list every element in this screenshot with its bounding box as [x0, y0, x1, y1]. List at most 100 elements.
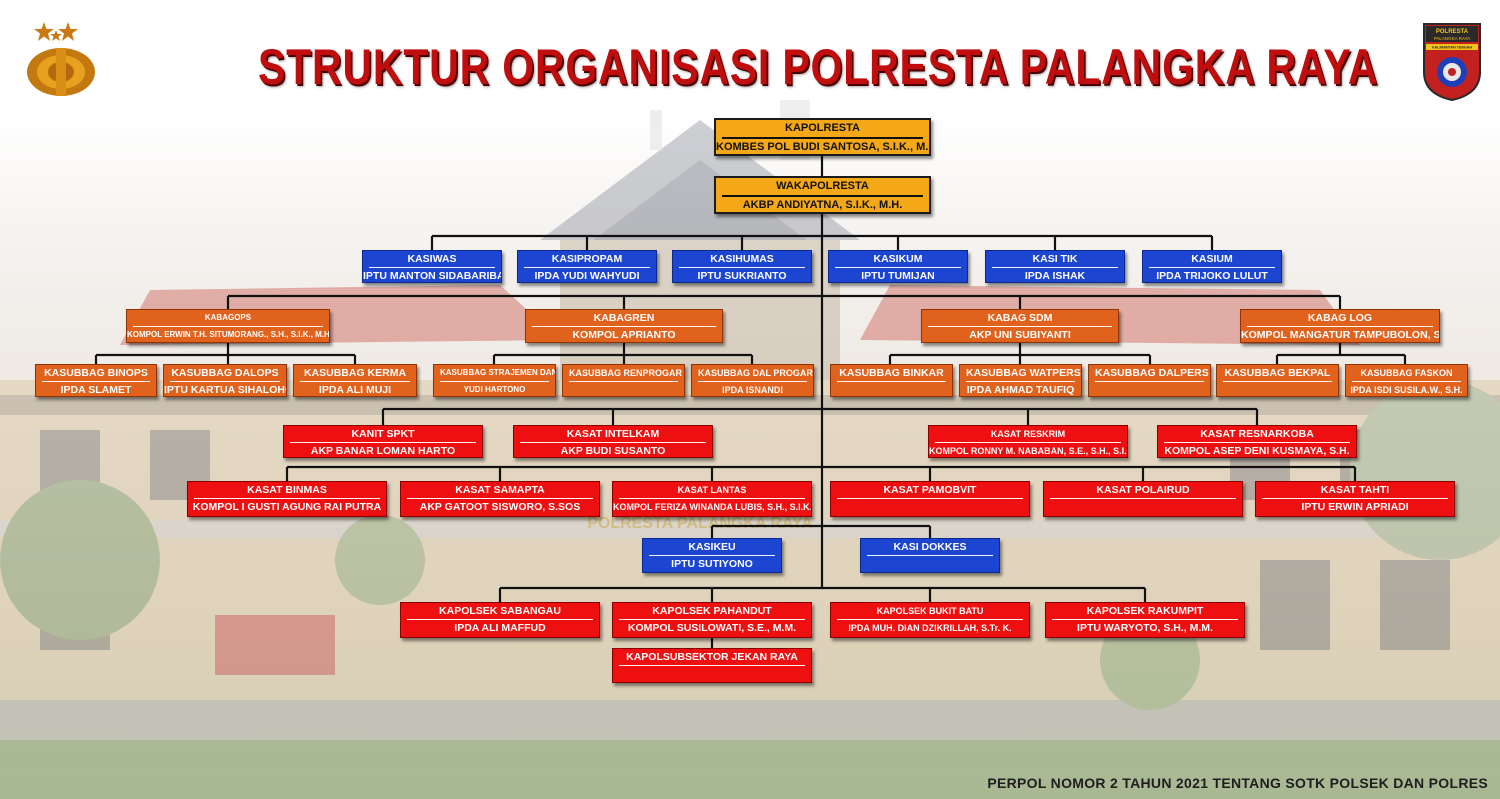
node-person: IPDA ISNANDI — [722, 385, 783, 395]
node-kasubbag-watpers: KASUBBAG WATPERS IPDA AHMAD TAUFIQ — [959, 364, 1082, 397]
node-person: IPTU KARTUA SIHALOHO — [164, 384, 287, 396]
node-role: KASIUM — [1149, 251, 1275, 268]
node-person: IPTU MANTON SIDABARIBA — [363, 270, 502, 282]
background-building-sign: POLRESTA PALANGKA RAYA — [587, 515, 813, 532]
node-person: KOMPOL I GUSTI AGUNG RAI PUTRA — [192, 501, 382, 513]
node-role: KABAGREN — [532, 310, 716, 327]
node-kasat-intelkam: KASAT INTELKAM AKP BUDI SUSANTO — [513, 425, 713, 458]
node-person: IPDA ISDI SUSILA.W., S.H. — [1350, 385, 1463, 395]
node-role: KAPOLSEK PAHANDUT — [619, 603, 805, 620]
node-kapolsek-sabangau: KAPOLSEK SABANGAU IPDA ALI MAFFUD — [400, 602, 600, 638]
node-kasat-resnarkoba: KASAT RESNARKOBA KOMPOL ASEP DENI KUSMAY… — [1157, 425, 1357, 458]
node-role: KASAT RESKRIM — [935, 426, 1121, 443]
node-kapolresta: KAPOLRESTA KOMBES POL BUDI SANTOSA, S.I.… — [714, 118, 931, 156]
node-kasubbag-dalops: KASUBBAG DALOPS IPTU KARTUA SIHALOHO — [163, 364, 287, 397]
node-person: AKBP ANDIYATNA, S.I.K., M.H. — [742, 199, 903, 211]
police-emblem-logo — [27, 22, 95, 96]
node-kasubbag-binops: KASUBBAG BINOPS IPDA SLAMET — [35, 364, 157, 397]
node-kapolsubsektor-jekan-raya: KAPOLSUBSEKTOR JEKAN RAYA — [612, 648, 812, 683]
node-kabagren: KABAGREN KOMPOL APRIANTO — [525, 309, 723, 343]
node-kabagops: KABAGOPS KOMPOL ERWIN T.H. SITUMORANG., … — [126, 309, 330, 343]
node-person: IPDA MUH. DIAN DZIKRILLAH, S.Tr. K. — [848, 623, 1012, 633]
node-kapolsek-bukit-batu: KAPOLSEK BUKIT BATU IPDA MUH. DIAN DZIKR… — [830, 602, 1030, 638]
node-role: WAKAPOLRESTA — [722, 178, 923, 197]
node-person: KOMPOL APRIANTO — [572, 329, 676, 341]
node-person: IPDA ISHAK — [1024, 270, 1086, 282]
node-role: KASUBBAG STRAJEMEN DAN RB — [440, 365, 555, 382]
node-person: AKP GATOOT SISWORO, S.SOS — [419, 501, 581, 513]
node-role: KASUBBAG BINKAR — [837, 365, 946, 382]
node-person: IPTU ERWIN APRIADI — [1301, 501, 1409, 513]
node-person: IPTU SUKRIANTO — [697, 270, 787, 282]
node-person: IPTU SUTIYONO — [671, 558, 753, 570]
node-person: AKP UNI SUBIYANTI — [969, 329, 1071, 341]
node-role: KABAG SDM — [928, 310, 1112, 327]
node-role: KASUBBAG DALOPS — [170, 365, 280, 382]
node-kasipropam: KASIPROPAM IPDA YUDI WAHYUDI — [517, 250, 657, 283]
node-role: KASAT LANTAS — [619, 482, 805, 499]
node-kanit-spkt: KANIT SPKT AKP BANAR LOMAN HARTO — [283, 425, 483, 458]
node-role: KASUBBAG WATPERS — [966, 365, 1081, 382]
node-role: KASUBBAG DAL PROGAR — [698, 365, 813, 382]
node-role: KASUBBAG RENPROGAR — [569, 365, 682, 382]
node-kasubbag-kerma: KASUBBAG KERMA IPDA ALI MUJI — [293, 364, 417, 397]
node-role: KABAG LOG — [1247, 310, 1433, 327]
node-kasi-dokkes: KASI DOKKES — [860, 538, 1000, 573]
node-kasubbag-dalpers: KASUBBAG DALPERS — [1088, 364, 1211, 397]
node-person: IPDA SLAMET — [60, 384, 132, 396]
polresta-badge-logo: POLRESTA PALANGKA RAYA KALIMANTAN TENGAH — [1423, 23, 1481, 102]
node-kasikum: KASIKUM IPTU TUMIJAN — [828, 250, 968, 283]
node-role: KASIHUMAS — [679, 251, 805, 268]
node-kasat-binmas: KASAT BINMAS KOMPOL I GUSTI AGUNG RAI PU… — [187, 481, 387, 517]
node-role: KASUBBAG DALPERS — [1095, 365, 1209, 382]
node-kasubbag-faskon: KASUBBAG FASKON IPDA ISDI SUSILA.W., S.H… — [1345, 364, 1468, 397]
node-role: KASI TIK — [992, 251, 1118, 268]
node-kasubbag-renprogar: KASUBBAG RENPROGAR — [562, 364, 685, 397]
node-role: KASUBBAG BEKPAL — [1223, 365, 1332, 382]
node-person: IPDA ALI MAFFUD — [454, 622, 546, 634]
node-role: KASAT PAMOBVIT — [837, 482, 1023, 499]
node-role: KASAT BINMAS — [194, 482, 380, 499]
node-role: KAPOLSEK RAKUMPIT — [1052, 603, 1238, 620]
node-person: KOMPOL ASEP DENI KUSMAYA, S.H. — [1164, 445, 1350, 457]
node-role: KASI DOKKES — [867, 539, 993, 556]
node-kabagsdm: KABAG SDM AKP UNI SUBIYANTI — [921, 309, 1119, 343]
node-person: KOMPOL ERWIN T.H. SITUMORANG., S.H., S.I… — [127, 330, 330, 339]
node-wakapolresta: WAKAPOLRESTA AKBP ANDIYATNA, S.I.K., M.H… — [714, 176, 931, 214]
node-role: KASIPROPAM — [524, 251, 650, 268]
node-person: AKP BUDI SUSANTO — [560, 445, 666, 457]
node-person: KOMPOL SUSILOWATI, S.E., M.M. — [627, 622, 797, 634]
footer-regulation-note: PERPOL NOMOR 2 TAHUN 2021 TENTANG SOTK P… — [987, 775, 1488, 791]
node-kasium: KASIUM IPDA TRIJOKO LULUT — [1142, 250, 1282, 283]
node-kapolsek-pahandut: KAPOLSEK PAHANDUT KOMPOL SUSILOWATI, S.E… — [612, 602, 812, 638]
node-kasat-samapta: KASAT SAMAPTA AKP GATOOT SISWORO, S.SOS — [400, 481, 600, 517]
node-role: KANIT SPKT — [290, 426, 476, 443]
node-kasat-pamobvit: KASAT PAMOBVIT — [830, 481, 1030, 517]
node-role: KAPOLRESTA — [722, 120, 923, 139]
node-role: KABAGOPS — [133, 310, 323, 327]
node-kasat-reskrim: KASAT RESKRIM KOMPOL RONNY M. NABABAN, S… — [928, 425, 1128, 458]
node-kasubbag-strajemen: KASUBBAG STRAJEMEN DAN RB YUDI HARTONO — [433, 364, 556, 397]
node-kasat-polairud: KASAT POLAIRUD — [1043, 481, 1243, 517]
node-role: KAPOLSEK SABANGAU — [407, 603, 593, 620]
node-person: IPDA YUDI WAHYUDI — [534, 270, 640, 282]
node-person: IPTU TUMIJAN — [861, 270, 935, 282]
node-person: IPDA TRIJOKO LULUT — [1156, 270, 1268, 282]
node-kapolsek-rakumpit: KAPOLSEK RAKUMPIT IPTU WARYOTO, S.H., M.… — [1045, 602, 1245, 638]
node-role: KASUBBAG FASKON — [1352, 365, 1461, 382]
node-role: KASAT POLAIRUD — [1050, 482, 1236, 499]
node-kasat-lantas: KASAT LANTAS KOMPOL FERIZA WINANDA LUBIS… — [612, 481, 812, 517]
node-person: KOMPOL FERIZA WINANDA LUBIS, S.H., S.I.K… — [613, 502, 812, 512]
page-title: STRUKTUR ORGANISASI POLRESTA PALANGKA RA… — [258, 39, 1379, 95]
node-role: KASUBBAG KERMA — [300, 365, 410, 382]
node-role: KASIWAS — [369, 251, 495, 268]
node-kasikeu: KASIKEU IPTU SUTIYONO — [642, 538, 782, 573]
node-role: KASAT SAMAPTA — [407, 482, 593, 499]
node-person: YUDI HARTONO — [463, 385, 526, 394]
node-person: KOMPOL RONNY M. NABABAN, S.E., S.H., S.I… — [929, 446, 1128, 456]
node-kasihumas: KASIHUMAS IPTU SUKRIANTO — [672, 250, 812, 283]
node-role: KAPOLSEK BUKIT BATU — [837, 603, 1023, 620]
node-kabaglog: KABAG LOG KOMPOL MANGATUR TAMPUBOLON, S.… — [1240, 309, 1440, 343]
node-person: KOMBES POL BUDI SANTOSA, S.I.K., M.H. — [716, 141, 931, 153]
